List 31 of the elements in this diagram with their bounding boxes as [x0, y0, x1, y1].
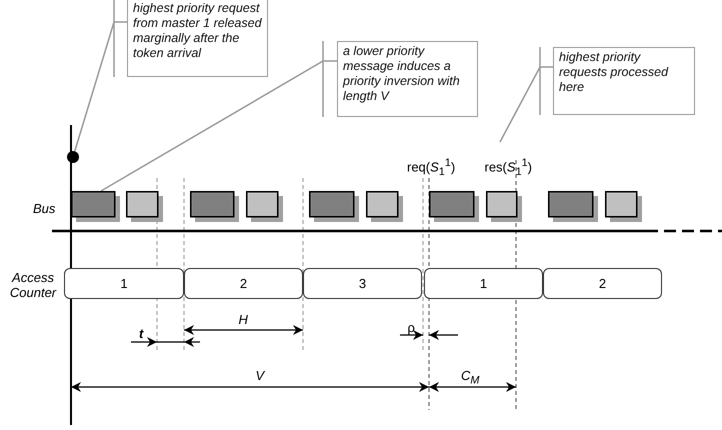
leader-line [74, 21, 127, 152]
dimension-label: ρ [408, 320, 415, 335]
message-block [486, 191, 522, 222]
event-dot [67, 151, 79, 163]
signal-label: req(S$_{1}$$^{1}$) [407, 156, 456, 180]
counter-slot: 1 [424, 268, 543, 299]
dimension-label: V [256, 368, 264, 383]
signal-label: res(S$_{1}$$^{1}$) [484, 156, 532, 180]
counter-slot: 3 [303, 268, 422, 299]
message-block [309, 191, 359, 222]
dimension-label: t [139, 326, 144, 341]
message-block [190, 191, 239, 222]
leader-line [100, 60, 337, 192]
message-block [429, 191, 479, 222]
callout-box: a lower priority message induces a priority inversion with length V [337, 41, 478, 117]
row-label: Access Counter [8, 270, 58, 300]
dimension-label: C$_{M}$ [461, 368, 480, 389]
row-label: Bus [33, 201, 56, 216]
callout-box: highest priority requests processed here [553, 47, 695, 115]
callout-box: highest priority request from master 1 released marginally after the token arrival [127, 0, 268, 77]
counter-slot: 2 [184, 268, 303, 299]
message-block [605, 191, 642, 222]
leader-line [499, 66, 553, 142]
dimension-label: H [238, 312, 248, 327]
message-block [71, 191, 120, 222]
message-block [548, 191, 598, 222]
counter-slot: 1 [64, 268, 184, 299]
message-block [126, 191, 163, 222]
counter-slot: 2 [543, 268, 662, 299]
message-block [366, 191, 403, 222]
message-block [246, 191, 283, 222]
